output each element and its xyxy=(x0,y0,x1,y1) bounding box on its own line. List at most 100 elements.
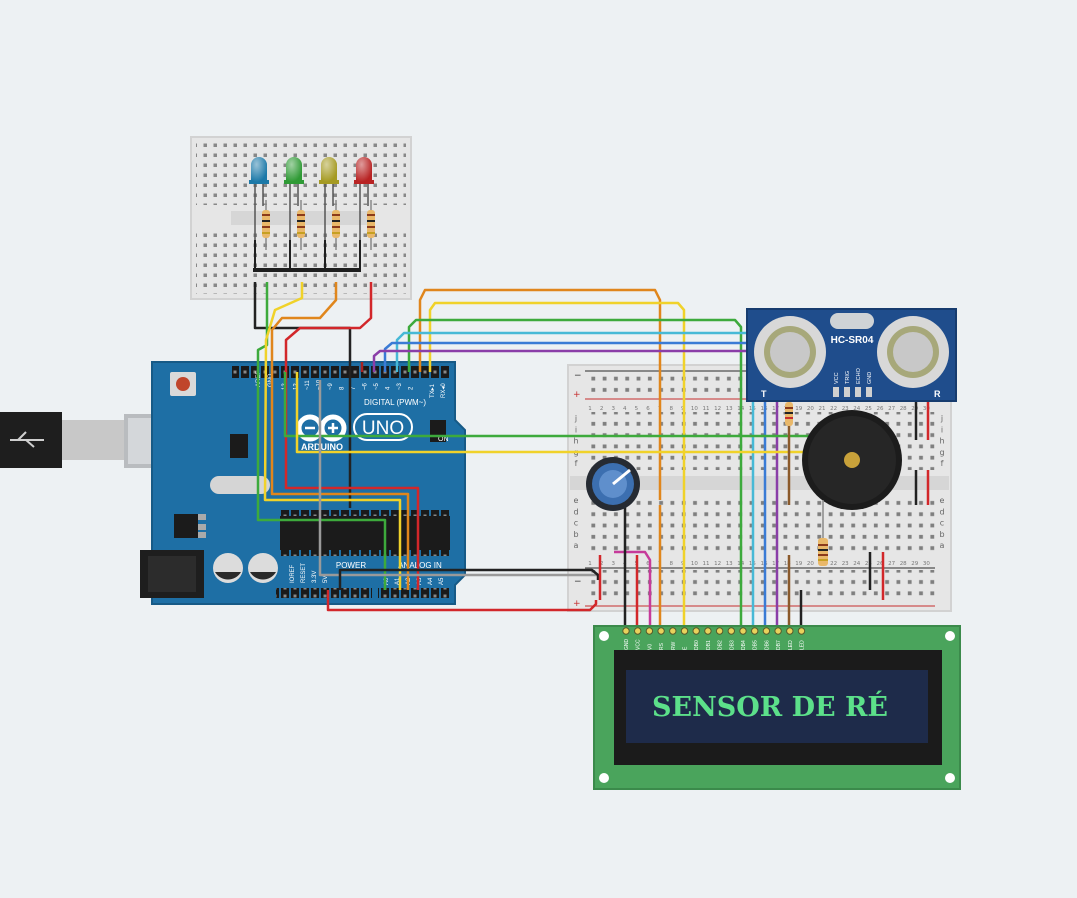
column-number: 10 xyxy=(691,561,698,567)
lcd-pin[interactable] xyxy=(715,627,724,635)
wire-pink-contrast[interactable] xyxy=(614,550,652,628)
sensor-pin[interactable] xyxy=(844,387,850,397)
lcd-pin-label: DB6 xyxy=(764,640,770,650)
lcd-pin[interactable] xyxy=(762,627,771,635)
column-number: 22 xyxy=(830,561,837,567)
lcd-pin-label: VCC xyxy=(636,639,642,650)
column-number: 28 xyxy=(900,561,907,567)
lcd-pin[interactable] xyxy=(680,627,689,635)
lcd-pin-label: DB1 xyxy=(706,640,712,650)
column-number: 2 xyxy=(600,406,604,412)
resistor-3 xyxy=(324,200,340,270)
resistor-sensor xyxy=(785,402,793,426)
row-letter: i xyxy=(941,425,943,434)
column-number: 19 xyxy=(795,406,802,412)
atmega-chip xyxy=(280,516,450,550)
lcd-pin-label: DB2 xyxy=(718,640,724,650)
row-letter: a xyxy=(574,541,579,550)
wire-red-5v[interactable] xyxy=(326,590,598,612)
lcd-pin-label: DB4 xyxy=(741,640,747,650)
lcd-pin[interactable] xyxy=(786,627,794,635)
column-number: 21 xyxy=(819,406,826,412)
led-4[interactable] xyxy=(354,157,374,240)
column-number: 24 xyxy=(853,406,860,412)
digital-pin-label: 8 xyxy=(340,386,346,390)
analog-header[interactable] xyxy=(378,588,450,598)
wire-yellow-d11[interactable] xyxy=(295,372,808,454)
column-number: 11 xyxy=(703,561,710,567)
led-1[interactable] xyxy=(249,157,269,240)
row-letter: b xyxy=(939,530,944,539)
lcd-pin-label: LED xyxy=(788,640,794,650)
column-number: 4 xyxy=(623,406,627,412)
lcd-pin[interactable] xyxy=(797,627,806,635)
lcd-pin[interactable] xyxy=(739,627,747,635)
wire-black-gnd[interactable] xyxy=(338,568,600,590)
lcd-pin-label: DB7 xyxy=(776,640,782,650)
analog-pin-label: A1 xyxy=(395,577,401,585)
column-number: 13 xyxy=(726,406,733,412)
lcd-pin-label: RW xyxy=(671,641,677,650)
brand-label: ARDUINO xyxy=(301,442,343,452)
digital-pin-label: ~5 xyxy=(374,382,380,390)
crystal-oscillator xyxy=(830,313,874,329)
sensor-pin[interactable] xyxy=(855,387,861,397)
digital-pin-label: 7 xyxy=(351,386,357,390)
usb-icon xyxy=(10,431,44,448)
lcd-pin[interactable] xyxy=(692,627,700,635)
digital-pin-label: ~9 xyxy=(328,382,334,390)
sensor-pin-label: ECHO xyxy=(856,367,862,384)
column-number: 25 xyxy=(865,561,872,567)
lcd-pin-label: E xyxy=(683,646,689,650)
row-letter: j xyxy=(940,414,943,423)
column-number: 10 xyxy=(691,406,698,412)
knob-indicator xyxy=(612,468,631,486)
mini-breadboard[interactable] xyxy=(190,136,412,300)
wire-orange-led[interactable] xyxy=(270,282,410,590)
lcd-pin[interactable] xyxy=(727,627,735,635)
lcd-pin[interactable] xyxy=(645,627,654,635)
digital-pin-label: ~6 xyxy=(363,382,369,390)
lcd-pin[interactable] xyxy=(622,627,630,635)
row-letter: e xyxy=(940,496,945,505)
svg-text:RESET: RESET xyxy=(301,563,307,583)
lcd-pin[interactable] xyxy=(634,627,642,635)
analog-pin-label: A5 xyxy=(439,577,445,585)
wire-green-d12[interactable] xyxy=(283,372,812,438)
reset-button-cap[interactable] xyxy=(176,377,190,391)
lcd-screen xyxy=(626,670,928,743)
wire-gray-5v[interactable] xyxy=(318,380,600,577)
wire-green-d4[interactable] xyxy=(407,318,743,505)
usb-chip xyxy=(230,434,248,458)
svg-text:3.3V: 3.3V xyxy=(312,571,318,583)
column-number: 26 xyxy=(877,406,884,412)
row-letter: j xyxy=(574,414,577,423)
lcd-pin[interactable] xyxy=(657,627,665,635)
lcd-pin[interactable] xyxy=(704,627,712,635)
potentiometer[interactable] xyxy=(586,457,640,511)
lcd-pin[interactable] xyxy=(751,627,759,635)
column-number: 19 xyxy=(795,561,802,567)
piezo-buzzer[interactable] xyxy=(802,410,902,510)
column-number: 1 xyxy=(588,406,592,412)
led-3[interactable] xyxy=(319,157,339,240)
wire-red-led[interactable] xyxy=(284,282,420,590)
lcd-pin[interactable] xyxy=(669,627,677,635)
lcd-pin-label: V0 xyxy=(647,644,653,650)
svg-text:5V: 5V xyxy=(323,576,329,583)
crystal xyxy=(210,476,270,494)
arduino-uno-board[interactable]: ARDUINO UNO ON DIGITAL (PWM~) POWER ANAL… xyxy=(140,361,466,605)
row-letter: c xyxy=(940,519,944,528)
column-number: 28 xyxy=(900,406,907,412)
svg-text:IOREF: IOREF xyxy=(290,564,296,583)
power-header[interactable] xyxy=(276,588,372,598)
lcd-pin[interactable] xyxy=(774,627,782,635)
wire-yellow-led[interactable] xyxy=(263,282,402,590)
sensor-pin[interactable] xyxy=(833,387,839,397)
led-2[interactable] xyxy=(284,157,304,240)
sensor-pin[interactable] xyxy=(866,387,872,397)
